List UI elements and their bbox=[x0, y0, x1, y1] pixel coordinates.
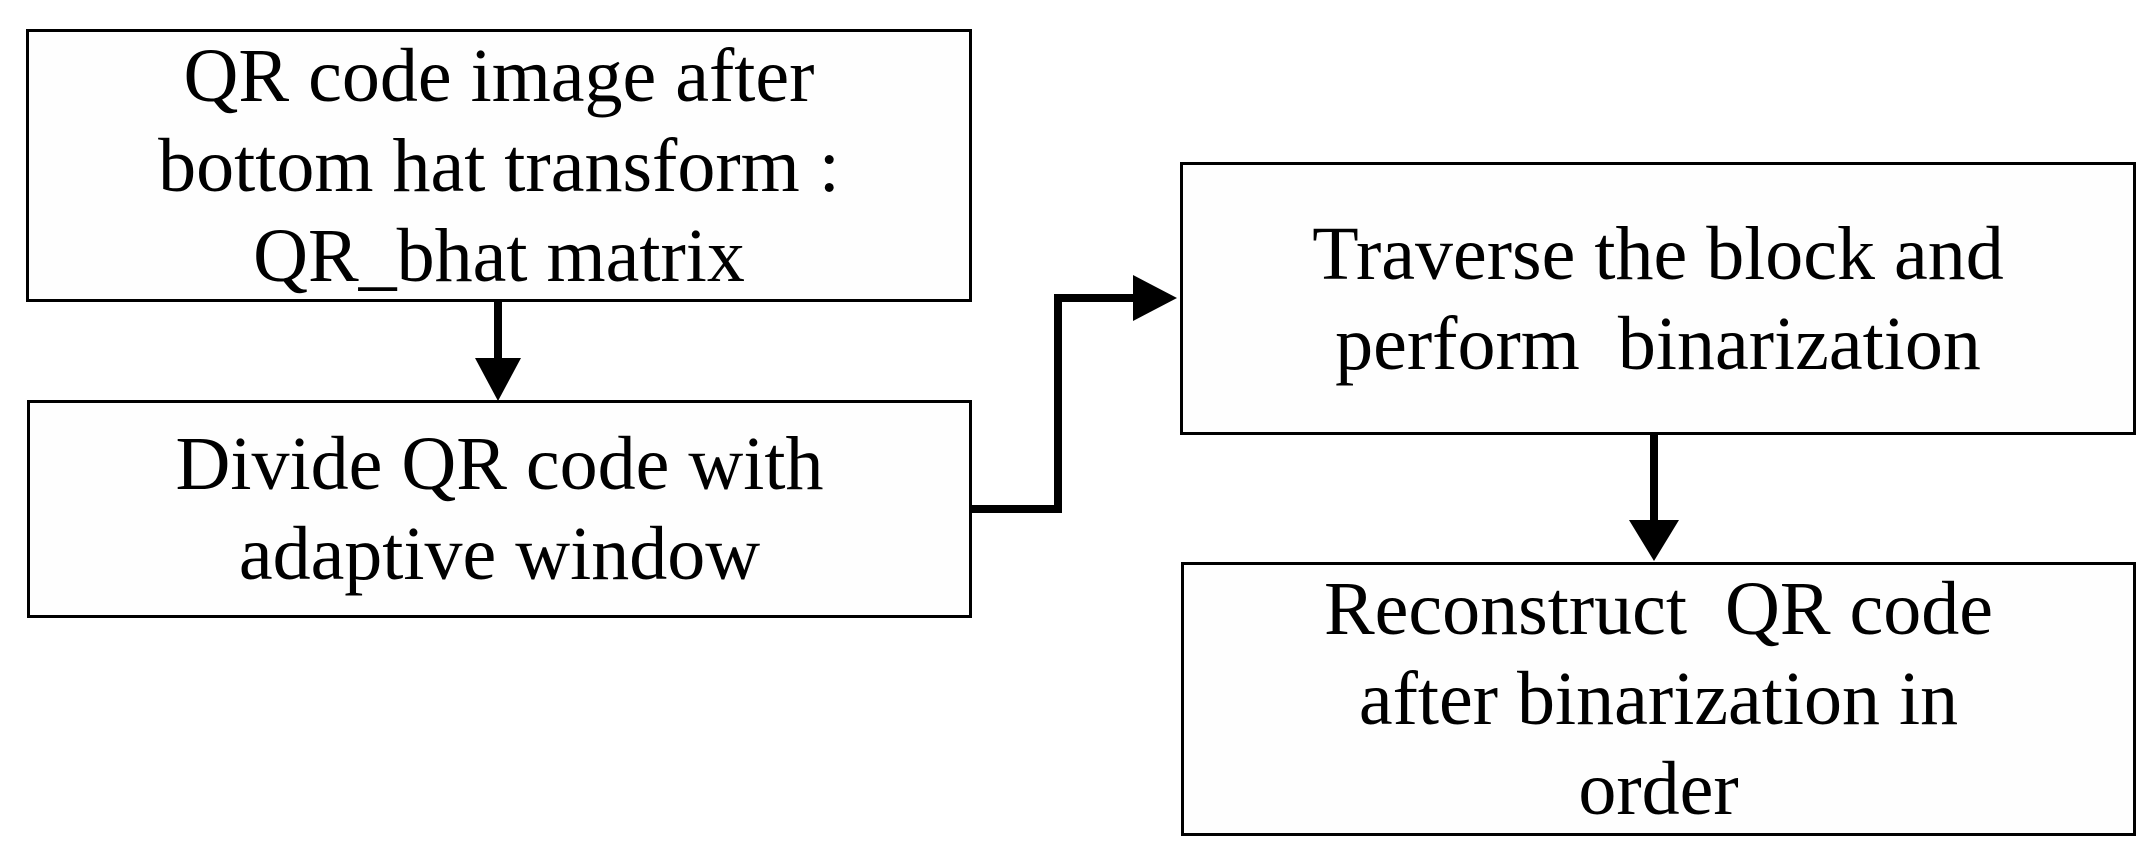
node-qr-bhat-matrix-label: QR code image after bottom hat transform… bbox=[158, 33, 840, 298]
arrow-traverse-to-reconstruct-head-icon bbox=[1629, 520, 1679, 561]
node-traverse-binarization: Traverse the block and perform binarizat… bbox=[1180, 162, 2136, 435]
node-divide-adaptive-window-label: Divide QR code with adaptive window bbox=[175, 422, 824, 596]
arrow-divide-to-traverse-head-icon bbox=[1133, 275, 1177, 321]
node-reconstruct-order-label: Reconstruct QR code after binarization i… bbox=[1323, 567, 1994, 831]
node-traverse-binarization-label: Traverse the block and perform binarizat… bbox=[1312, 211, 2004, 386]
arrow-divide-to-traverse-elbow-line bbox=[972, 294, 1137, 513]
node-reconstruct-order: Reconstruct QR code after binarization i… bbox=[1181, 562, 2136, 836]
arrow-bhat-to-divide-head-icon bbox=[475, 358, 521, 401]
node-divide-adaptive-window: Divide QR code with adaptive window bbox=[27, 400, 972, 618]
node-qr-bhat-matrix: QR code image after bottom hat transform… bbox=[26, 29, 972, 302]
